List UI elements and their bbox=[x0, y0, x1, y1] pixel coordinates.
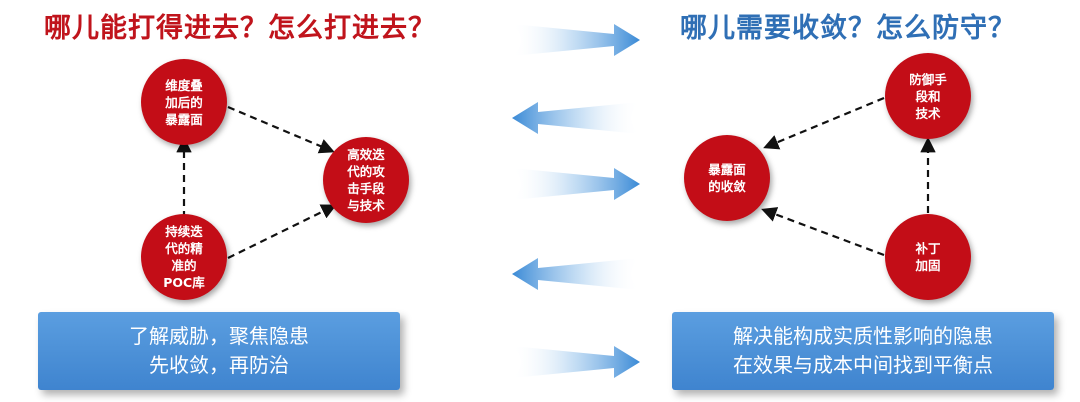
center-arrow-left-4 bbox=[512, 258, 640, 290]
center-arrow-left-2 bbox=[512, 102, 640, 134]
node-poc-library: 持续迭 代的精 准的 POC库 bbox=[141, 214, 227, 300]
right-title: 哪儿需要收敛？怎么防守？ bbox=[680, 13, 1016, 44]
arrow-exposure-to-attack bbox=[227, 105, 335, 154]
center-arrow-right-3 bbox=[512, 168, 640, 200]
right-summary-banner: 解决能构成实质性影响的隐患 在效果与成本中间找到平衡点 bbox=[672, 312, 1054, 390]
arrow-poc-to-attack bbox=[227, 204, 337, 259]
node-patch-hardening: 补丁 加固 bbox=[885, 214, 971, 300]
node-surface-convergence: 暴露面 的收敛 bbox=[684, 135, 770, 221]
left-summary-banner: 了解威胁，聚焦隐患 先收敛，再防治 bbox=[38, 312, 400, 390]
center-arrow-right-5 bbox=[512, 346, 640, 378]
arrow-defense-to-convergence bbox=[763, 96, 885, 150]
center-arrow-right-1 bbox=[512, 24, 640, 56]
left-title: 哪儿能打得进去？怎么打进去？ bbox=[44, 13, 436, 44]
arrow-patch-to-convergence bbox=[761, 207, 885, 257]
node-defense-methods: 防御手 段和 技术 bbox=[885, 53, 971, 139]
node-attack-methods: 高效迭 代的攻 击手段 与技术 bbox=[323, 137, 409, 223]
node-exposure-surface: 维度叠 加后的 暴露面 bbox=[141, 59, 227, 145]
